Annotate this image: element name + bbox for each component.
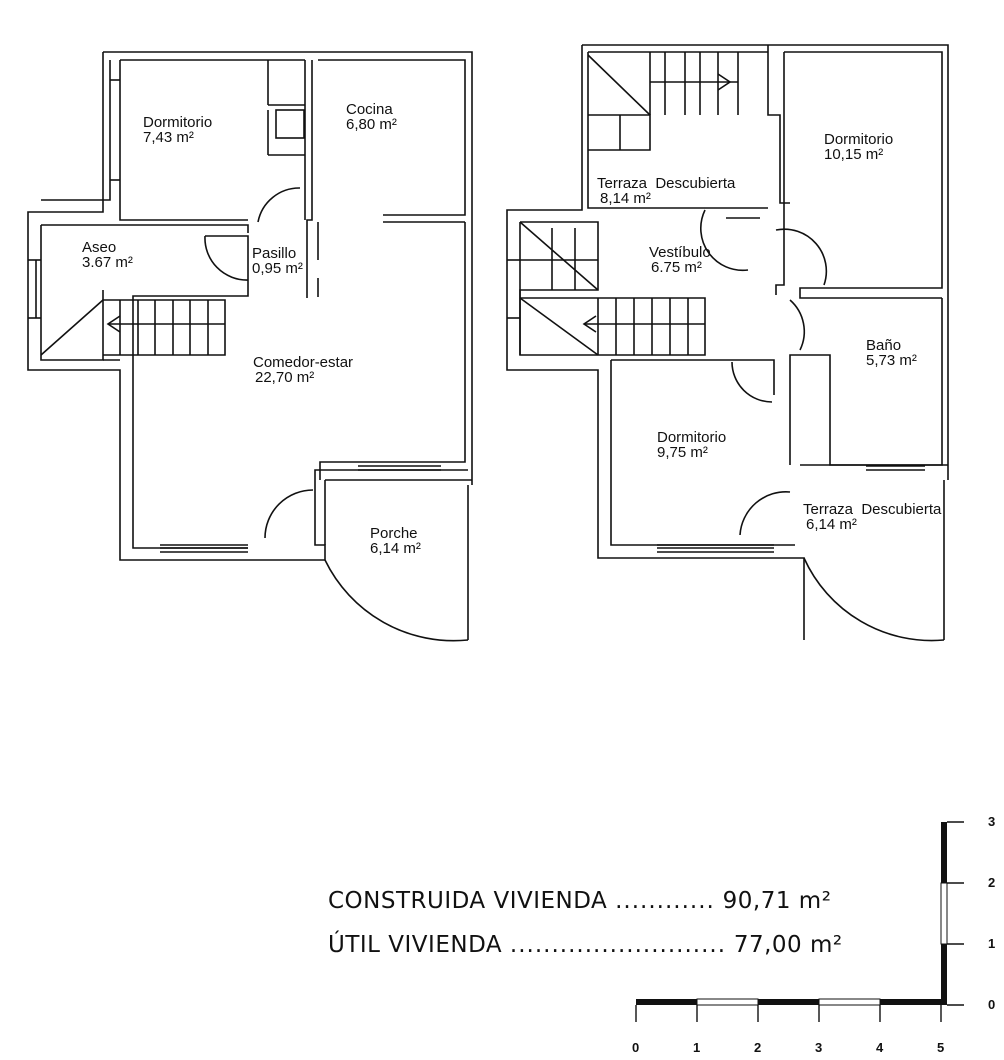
- ground-floor-plan: [27, 51, 473, 642]
- room-name: Baño: [866, 337, 902, 354]
- room-name: Terraza Descubierta: [597, 175, 736, 192]
- scale-tick-h-3: 3: [815, 1040, 823, 1055]
- util-label: ÚTIL VIVIENDA: [328, 932, 503, 958]
- room-area: 3.67 m²: [82, 254, 133, 271]
- room-name: Porche: [370, 525, 418, 542]
- room-area: 5,73 m²: [866, 352, 917, 369]
- room-area: 10,15 m²: [824, 146, 884, 163]
- room-area: 6,14 m²: [370, 540, 421, 557]
- scale-bar: [635, 821, 964, 1022]
- room-name: Vestíbulo: [649, 244, 711, 261]
- room-area: 6,80 m²: [346, 116, 397, 133]
- room-label-vestibulo: Vestíbulo 6.75 m²: [649, 245, 711, 275]
- construida-dots: ............: [615, 888, 715, 914]
- room-label-dormitorio-upper-1: Dormitorio 10,15 m²: [824, 132, 893, 162]
- scale-tick-h-4: 4: [876, 1040, 884, 1055]
- scale-tick-v-1: 1: [988, 936, 996, 951]
- room-name: Cocina: [346, 101, 393, 118]
- upper-floor-plan: [506, 44, 949, 642]
- scale-tick-v-3: 3: [988, 814, 996, 829]
- room-label-pasillo: Pasillo 0,95 m²: [252, 246, 303, 276]
- scale-tick-h-0: 0: [632, 1040, 640, 1055]
- room-name: Pasillo: [252, 245, 297, 262]
- room-label-dormitorio-upper-2: Dormitorio 9,75 m²: [657, 430, 726, 460]
- room-name: Dormitorio: [143, 114, 213, 131]
- scale-tick-h-5: 5: [937, 1040, 945, 1055]
- room-area: 8,14 m²: [600, 190, 651, 207]
- room-label-cocina: Cocina 6,80 m²: [346, 102, 397, 132]
- room-label-terraza-upper-1: Terraza Descubierta 8,14 m²: [597, 176, 735, 206]
- room-name: Aseo: [82, 239, 117, 256]
- room-label-bano: Baño 5,73 m²: [866, 338, 917, 368]
- room-label-aseo: Aseo 3.67 m²: [82, 240, 133, 270]
- room-name: Dormitorio: [657, 429, 727, 446]
- room-area: 6.75 m²: [651, 259, 702, 276]
- room-label-terraza-upper-2: Terraza Descubierta 6,14 m²: [803, 502, 941, 532]
- construida-value: 90,71 m²: [722, 888, 832, 914]
- scale-tick-v-0: 0: [988, 997, 996, 1012]
- room-name: Terraza Descubierta: [803, 501, 942, 518]
- room-name: Dormitorio: [824, 131, 894, 148]
- util-value: 77,00 m²: [733, 932, 843, 958]
- scale-tick-h-2: 2: [754, 1040, 762, 1055]
- scale-tick-h-1: 1: [693, 1040, 701, 1055]
- summary-construida: CONSTRUIDA VIVIENDA ............ 90,71 m…: [328, 888, 831, 914]
- room-label-porche: Porche 6,14 m²: [370, 526, 421, 556]
- room-area: 9,75 m²: [657, 444, 708, 461]
- scale-tick-v-2: 2: [988, 875, 996, 890]
- room-area: 7,43 m²: [143, 129, 194, 146]
- room-area: 0,95 m²: [252, 260, 303, 277]
- construida-label: CONSTRUIDA VIVIENDA: [328, 888, 608, 914]
- summary-util: ÚTIL VIVIENDA ..........................…: [328, 932, 843, 958]
- room-label-dormitorio-ground: Dormitorio 7,43 m²: [143, 115, 212, 145]
- room-label-comedor-estar: Comedor-estar 22,70 m²: [253, 355, 353, 385]
- room-area: 22,70 m²: [255, 369, 315, 386]
- room-area: 6,14 m²: [806, 516, 857, 533]
- room-name: Comedor-estar: [253, 354, 354, 371]
- util-dots: ..........................: [509, 932, 727, 958]
